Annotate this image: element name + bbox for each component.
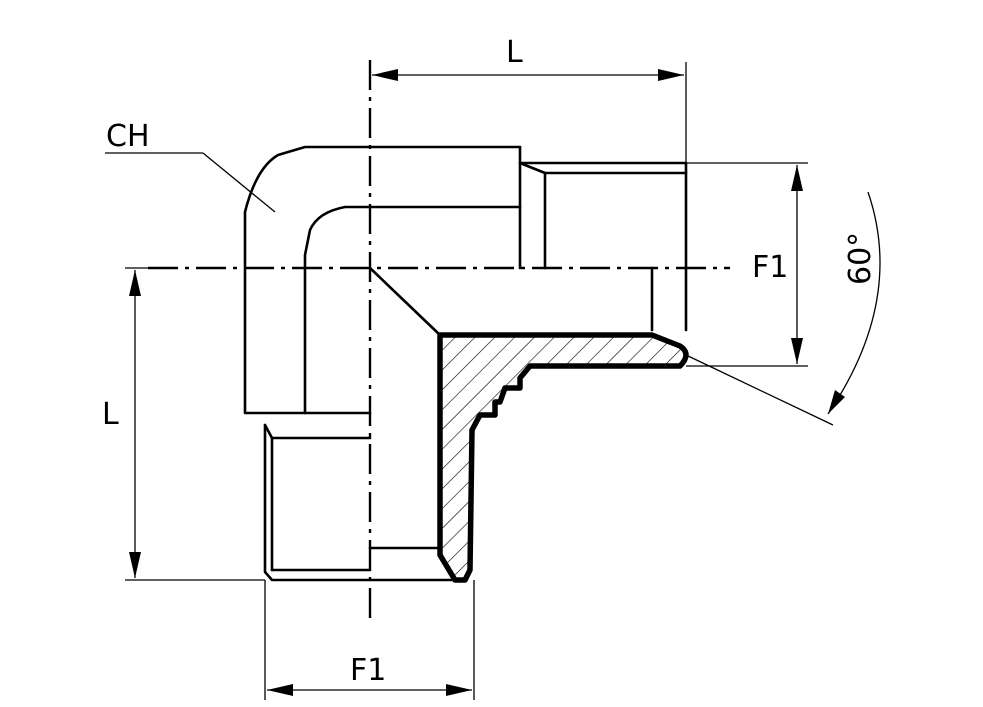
- left-length-label: L: [102, 397, 119, 432]
- bore-cone-line: [368, 266, 442, 337]
- bottom-dim-arrow-right: [446, 684, 472, 696]
- elbow-body-outline: [243, 145, 522, 415]
- left-dim-arrow-bottom: [129, 552, 141, 578]
- top-length-label: L: [506, 35, 523, 70]
- angle-leader-line: [685, 354, 834, 426]
- left-dim-arrow-top: [129, 270, 141, 296]
- elbow-inner-bend: [303, 205, 522, 415]
- top-dim-arrow-left: [372, 69, 398, 81]
- right-thread-label: F1: [752, 250, 788, 285]
- hatched-section: [437, 332, 689, 583]
- hex-size-label: CH: [106, 119, 150, 154]
- top-dim-arrow-right: [658, 69, 684, 81]
- bottom-thread-label: F1: [350, 653, 386, 688]
- hex-leader-diagonal: [202, 152, 276, 213]
- angle-arc: [827, 191, 881, 415]
- right-dim-arrow-bottom: [791, 338, 803, 364]
- right-dim-arrow-top: [791, 165, 803, 191]
- thread-angle-label: 60°: [843, 232, 878, 285]
- bottom-thread-outline: [263, 423, 457, 582]
- angle-arrow: [828, 390, 845, 414]
- bottom-thread-chamfer: [263, 423, 274, 440]
- right-thread-chamfer: [518, 161, 547, 175]
- bottom-dim-arrow-left: [267, 684, 293, 696]
